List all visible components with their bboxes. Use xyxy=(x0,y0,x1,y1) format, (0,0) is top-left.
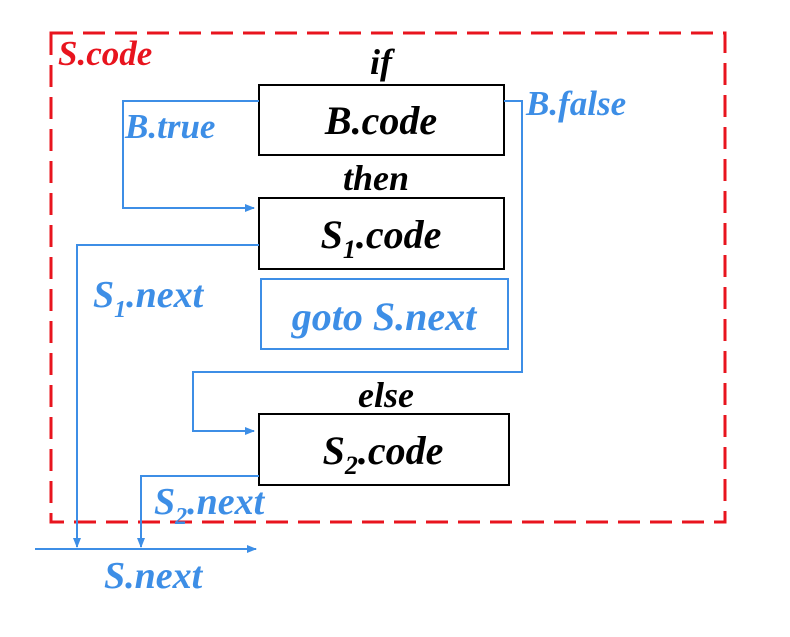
s2-code-label: S2.code xyxy=(323,428,444,480)
b-code-label: B.code xyxy=(324,98,437,143)
b-true-label: B.true xyxy=(124,107,215,146)
goto-label: goto S.next xyxy=(291,294,478,339)
s-code-region-border xyxy=(49,31,727,524)
s-next-label: S.next xyxy=(104,555,204,597)
s1-next-label: S1.next xyxy=(93,274,205,323)
if-keyword: if xyxy=(370,42,395,82)
b-false-edge xyxy=(192,100,523,435)
s1-next-edge xyxy=(73,244,259,548)
s2-code-box xyxy=(258,413,510,486)
s2-next-edge xyxy=(137,475,259,548)
goto-box xyxy=(260,278,509,350)
s2-next-label: S2.next xyxy=(154,481,266,530)
s1-code-box xyxy=(258,197,505,270)
b-true-edge xyxy=(122,100,259,212)
b-code-box xyxy=(258,84,505,156)
b-false-label: B.false xyxy=(525,84,626,123)
else-keyword: else xyxy=(358,375,414,415)
s-code-label: S.code xyxy=(58,34,152,73)
s1-code-label: S1.code xyxy=(321,212,442,264)
then-keyword: then xyxy=(343,158,409,198)
